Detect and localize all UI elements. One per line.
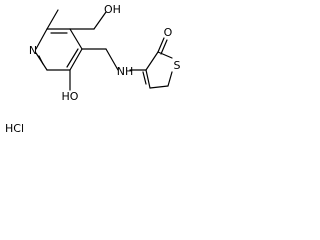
- atom-carbonyl-o: O: [164, 26, 173, 39]
- double-bond-c-o: [160, 39, 168, 55]
- atom-amine-nh: NH: [117, 65, 134, 78]
- bond-c3-c4: [69, 28, 83, 50]
- bond-ch2-oh: [93, 11, 107, 30]
- bond-c5-c4: [149, 85, 169, 89]
- bond-s-c5: [167, 71, 173, 87]
- atom-thio-s: S: [174, 59, 181, 72]
- bond-n-c2: [35, 28, 48, 50]
- double-bond-c6-n: [38, 55, 44, 65]
- double-bond-c3-c4: [142, 71, 147, 85]
- molecule-drawing: N OH HO NH O S HCl: [5, 3, 181, 135]
- atom-pyridine-n: N: [29, 44, 37, 57]
- salt-label: HCl: [5, 122, 24, 135]
- atom-hydroxymethyl-oh: OH: [104, 3, 121, 16]
- pyridine-ring: [35, 28, 83, 71]
- double-bond-c4-c5: [66, 48, 79, 68]
- bond-ch2-nh: [105, 48, 119, 71]
- bond-c4-c3: [145, 69, 151, 89]
- structure-canvas: N OH HO NH O S HCl: [0, 0, 197, 146]
- bond-c-o: [157, 37, 165, 53]
- thiophenone-ring: [142, 51, 173, 89]
- bond-c4-c5: [69, 48, 83, 71]
- atom-phenol-ho: HO: [62, 90, 79, 103]
- bond-methyl: [46, 9, 59, 30]
- bond-c2-s: [157, 51, 173, 59]
- bond-c3-c2: [145, 51, 159, 71]
